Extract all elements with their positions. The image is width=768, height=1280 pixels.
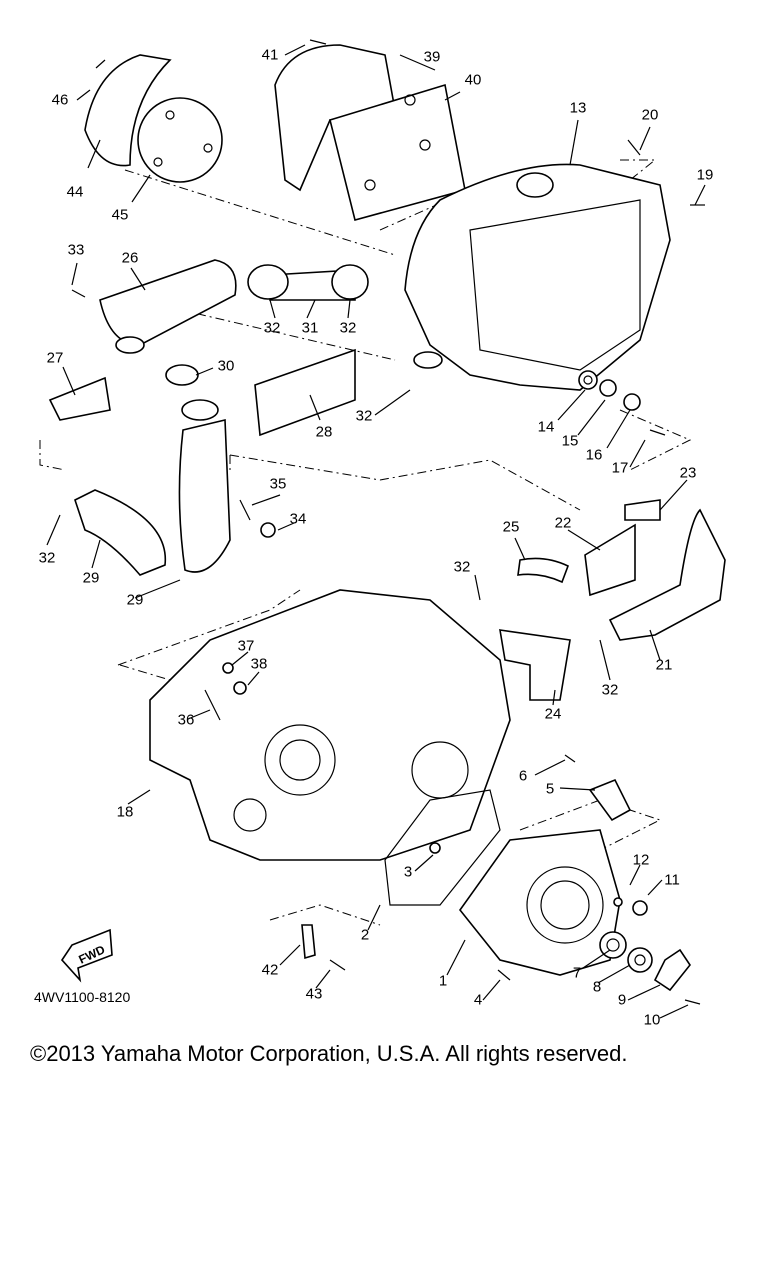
callout-8: 8 [592,978,602,996]
callout-9: 9 [617,991,627,1009]
callout-32-e: 32 [453,558,471,576]
copyright-notice: ©2013 Yamaha Motor Corporation, U.S.A. A… [30,1041,628,1066]
exploded-parts-diagram: 46 41 39 40 13 20 19 44 45 33 26 32 31 3… [38,39,726,1028]
diagram-drawing [39,39,726,1019]
callout-31: 31 [301,319,319,337]
callout-42: 42 [261,961,279,979]
callout-37: 37 [237,637,255,655]
callout-45: 45 [111,206,129,224]
callout-14: 14 [537,418,555,436]
callout-44: 44 [66,183,84,201]
hose-24 [499,629,571,701]
callout-38: 38 [250,655,268,673]
hose-30 [74,489,167,576]
callout-32-c: 32 [355,407,373,425]
callout-4: 4 [473,991,483,1009]
callout-16: 16 [585,446,603,464]
callout-35: 35 [269,475,287,493]
callout-21: 21 [655,656,673,674]
crankcase-18 [149,589,511,861]
callout-20: 20 [641,106,659,124]
callout-32-f: 32 [601,681,619,699]
callout-25: 25 [502,518,520,536]
callout-30-a: 30 [217,357,235,375]
callout-32-a: 32 [263,319,281,337]
callout-7: 7 [572,964,582,982]
callout-27: 27 [46,349,64,367]
callout-3: 3 [403,863,413,881]
diagram-code: 4WV1100-8120 [34,989,131,1005]
callout-17: 17 [611,459,629,477]
callout-11: 11 [664,871,680,889]
callout-5: 5 [545,780,555,798]
callout-6: 6 [518,767,528,785]
callout-26: 26 [121,249,139,267]
pipe-29 [178,418,231,573]
callout-36: 36 [177,711,195,729]
cover-44 [84,54,172,167]
callout-33: 33 [67,241,85,259]
callout-23: 23 [679,464,697,482]
callout-34: 34 [289,510,307,528]
callout-46: 46 [51,91,69,109]
callout-22: 22 [554,514,572,532]
callout-19: 19 [696,166,714,184]
callout-12: 12 [632,851,650,869]
intake-21 [608,508,726,641]
callout-13: 13 [569,99,587,117]
callout-43: 43 [305,985,323,1003]
gasket-2 [384,789,501,906]
callout-2: 2 [360,926,370,944]
crankcase-cover-13 [404,163,671,391]
fwd-arrow [60,928,113,983]
callout-10: 10 [643,1011,661,1029]
callout-18: 18 [116,803,134,821]
callout-41: 41 [261,46,279,64]
duct-26 [99,259,237,346]
callout-24: 24 [544,705,562,723]
callout-32-d: 32 [38,549,56,567]
callout-15: 15 [561,432,579,450]
callout-28: 28 [315,423,333,441]
cover-45 [137,97,223,183]
callout-30-b: 29 [82,569,100,587]
callout-1: 1 [438,972,448,990]
callout-39: 39 [423,48,441,66]
callout-32-b: 32 [339,319,357,337]
cover-1 [458,829,621,976]
callout-40: 40 [464,71,482,89]
callout-29: 29 [126,591,144,609]
